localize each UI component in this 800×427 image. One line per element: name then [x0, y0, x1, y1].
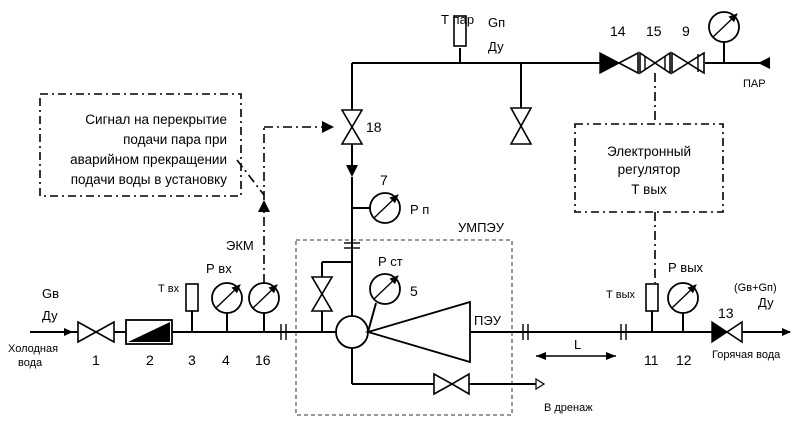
valve-18 — [340, 109, 364, 145]
num-13: 13 — [718, 305, 734, 321]
label-p-p: Р п — [410, 202, 429, 217]
num-3: 3 — [188, 352, 196, 368]
label-umpeu: УМПЭУ — [458, 220, 505, 235]
label-g-sum: (Gв+Gп) — [734, 282, 777, 294]
label-g-p: Gп — [488, 15, 505, 30]
label-peu: ПЭУ — [474, 313, 502, 328]
valve-1 — [77, 320, 115, 344]
label-t-out: Т вых — [606, 289, 636, 301]
label-g-v: Gв — [42, 286, 59, 301]
label-steam: ПАР — [743, 78, 766, 90]
label-p-out: Р вых — [668, 260, 704, 275]
label-du-left: Ду — [42, 308, 58, 323]
num-11: 11 — [644, 352, 659, 368]
valve-13 — [711, 320, 743, 344]
num-7: 7 — [380, 172, 388, 188]
umpeu-block — [295, 239, 546, 416]
t-in-sensor-3 — [185, 283, 199, 332]
length-dimension — [536, 352, 616, 360]
num-2: 2 — [146, 352, 154, 368]
signal-note-line-3: аварийном прекращении — [70, 152, 227, 167]
num-1: 1 — [92, 352, 100, 368]
signal-line — [236, 121, 334, 283]
regulator-line-2: регулятор — [618, 162, 681, 177]
label-t-steam: Т пар — [441, 12, 474, 27]
signal-note-line-1: Сигнал на перекрытие — [85, 112, 227, 127]
filter-2 — [125, 319, 173, 345]
signal-note: Сигнал на перекрытие подачи пара при ава… — [39, 93, 242, 197]
t-out-sensor-11 — [645, 283, 659, 332]
num-16: 16 — [255, 352, 271, 368]
valve-15 — [639, 51, 671, 75]
label-ekm: ЭКМ — [226, 238, 254, 253]
steam-pressure-gauge — [708, 11, 740, 63]
num-5: 5 — [410, 283, 418, 299]
label-l: L — [574, 337, 581, 352]
label-cold-water-2: вода — [18, 357, 43, 369]
label-p-in: Р вх — [206, 261, 232, 276]
num-14: 14 — [610, 23, 626, 39]
pressure-gauge-12 — [667, 282, 699, 332]
regulator-line-1: Электронный — [607, 144, 691, 159]
steam-line — [346, 48, 770, 316]
valve-14 — [599, 51, 639, 75]
ekm-gauge-16 — [248, 282, 280, 332]
signal-note-line-4: подачи воды в установку — [71, 172, 228, 187]
num-12: 12 — [676, 352, 692, 368]
label-t-in: Т вх — [158, 283, 180, 295]
label-du-top: Ду — [488, 39, 504, 54]
steam-drain-valve — [509, 107, 533, 145]
pressure-gauge-4 — [211, 282, 243, 332]
t-steam-sensor — [453, 15, 467, 47]
label-p-st: Р ст — [378, 254, 403, 269]
num-4: 4 — [222, 352, 230, 368]
num-9: 9 — [682, 23, 690, 39]
label-du-right: Ду — [758, 295, 774, 310]
pressure-gauge-7 — [352, 192, 401, 224]
regulator-line-3: Т вых — [631, 182, 667, 197]
num-15: 15 — [646, 23, 662, 39]
label-cold-water-1: Холодная — [8, 343, 58, 355]
valve-9 — [671, 51, 705, 75]
num-18: 18 — [366, 119, 382, 135]
signal-note-line-2: подачи пара при — [123, 132, 227, 147]
label-drain: В дренаж — [544, 402, 593, 414]
regulator: Электронный регулятор Т вых — [574, 73, 724, 283]
label-hot-water: Горячая вода — [712, 349, 781, 361]
